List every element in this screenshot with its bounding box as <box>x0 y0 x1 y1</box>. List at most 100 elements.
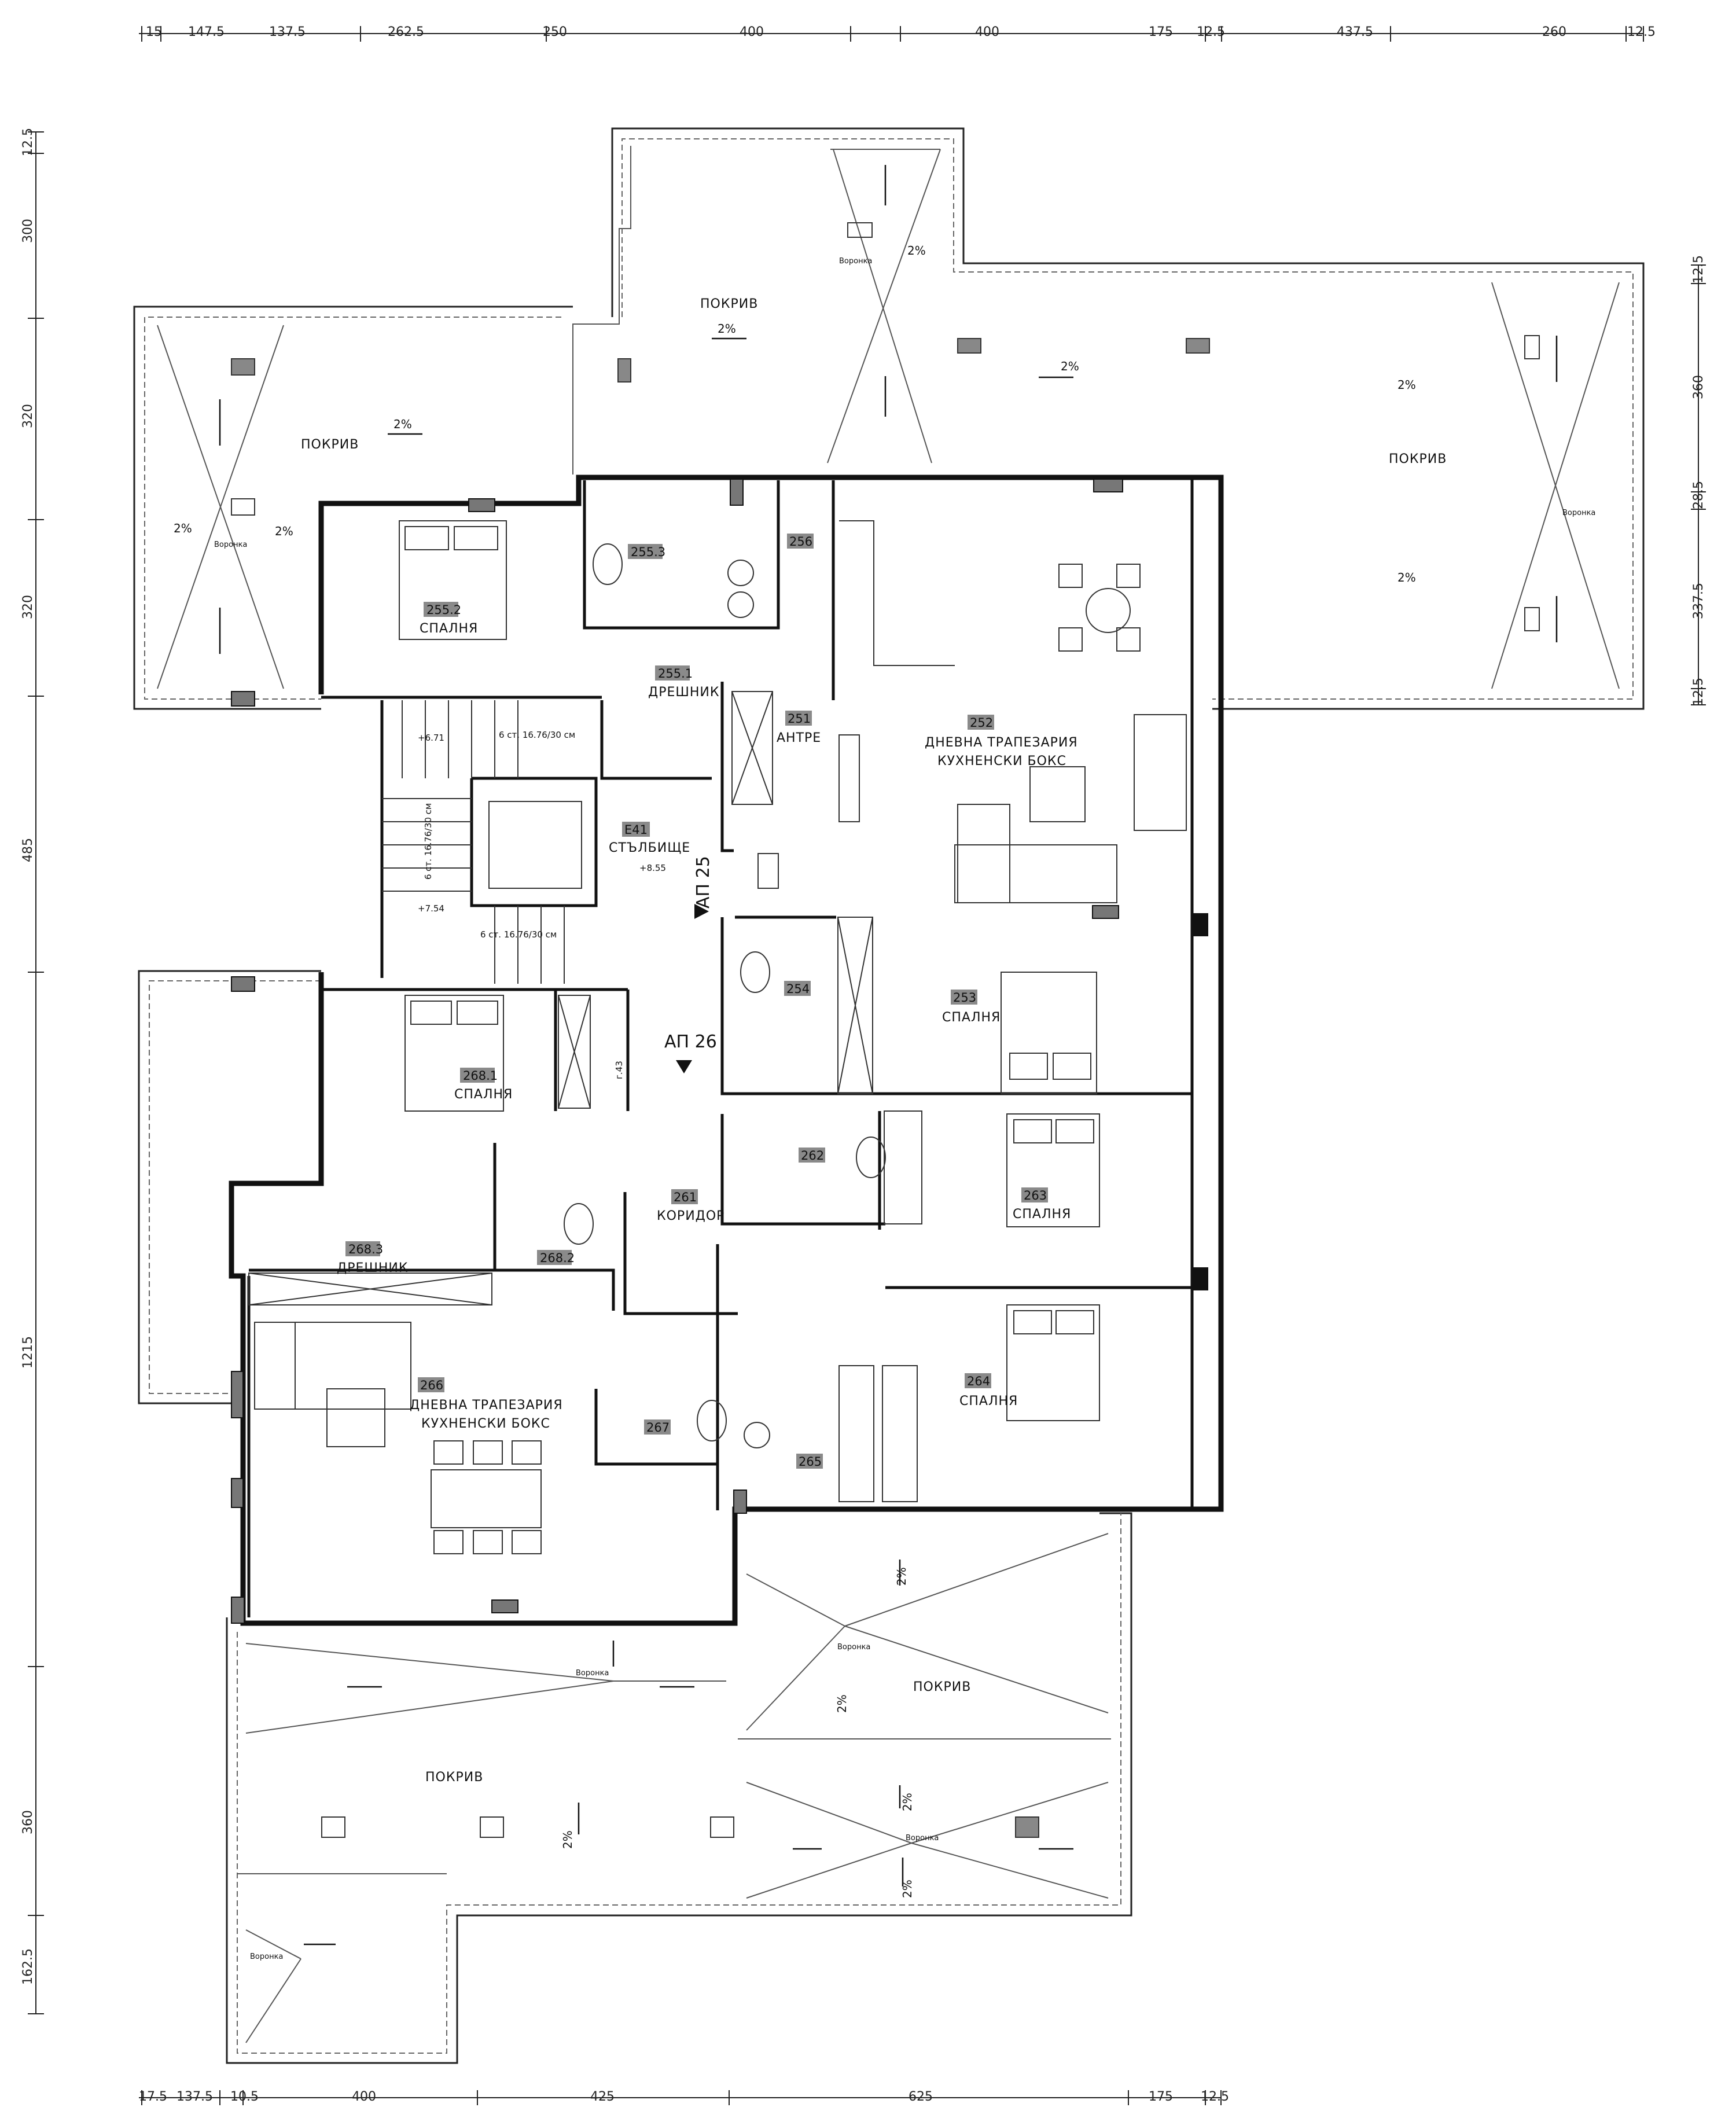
room-264: 264 СПАЛНЯ <box>959 1373 1018 1408</box>
entrance-arrow-icon <box>694 904 709 919</box>
drain-label: Воронка <box>837 1643 870 1652</box>
dim-top-10: 437.5 <box>1337 25 1373 39</box>
dim-right-5: 12.5 <box>1691 678 1706 706</box>
slope-label: 2% <box>1061 359 1079 373</box>
room-268-3: 268.3 ДРЕШНИК <box>337 1241 408 1275</box>
dim-right-4: 337.5 <box>1691 583 1706 619</box>
room-labels: 255.2 СПАЛНЯ 255.3 256 255.1 ДРЕШНИК 251… <box>337 534 1077 1469</box>
dim-left-1: 12.5 <box>21 128 35 156</box>
svg-text:КУХНЕНСКИ БОКС: КУХНЕНСКИ БОКС <box>937 754 1066 768</box>
room-252: 252 ДНЕВНА ТРАПЕЗАРИЯ КУХНЕНСКИ БОКС <box>925 715 1077 768</box>
dimensions-right: 12.5 360 28.5 337.5 12.5 <box>1691 255 1706 706</box>
svg-text:КУХНЕНСКИ БОКС: КУХНЕНСКИ БОКС <box>421 1417 550 1431</box>
dim-left-2: 300 <box>21 219 35 243</box>
dimensions-bottom: 17.5 137.5 10.5 400 425 625 175 12.5 <box>139 2090 1229 2105</box>
stairs: 6 ст. 16.76/30 см 6 ст. 16.76/30 см 6 ст… <box>382 700 666 984</box>
svg-text:264: 264 <box>967 1374 990 1388</box>
svg-text:253: 253 <box>953 991 976 1005</box>
slope-label: 2% <box>835 1694 849 1713</box>
room-253: 253 СПАЛНЯ <box>942 990 1001 1025</box>
dim-top-11: 260 <box>1542 25 1566 39</box>
roof-label-north: ПОКРИВ <box>700 297 758 311</box>
door-note: г.43 <box>614 1061 624 1079</box>
svg-text:262: 262 <box>801 1149 824 1163</box>
room-e41: Е41 СТЪЛБИЩЕ <box>609 822 690 855</box>
room-255-2: 255.2 СПАЛНЯ <box>420 602 477 636</box>
dimensions-left: 12.5 300 320 320 485 1215 360 162.5 <box>21 128 44 2014</box>
dim-left-3: 320 <box>21 404 35 428</box>
svg-text:АНТРЕ: АНТРЕ <box>777 731 821 745</box>
dim-top-9: 12.5 <box>1197 25 1225 39</box>
svg-text:266: 266 <box>420 1378 443 1392</box>
svg-text:251: 251 <box>788 712 811 726</box>
interior-walls <box>243 480 1192 1510</box>
slope-label: 2% <box>1397 571 1416 584</box>
slope-label: 2% <box>895 1567 909 1586</box>
columns <box>231 479 1208 1624</box>
stair-flight-top: 6 ст. 16.76/30 см <box>499 730 575 740</box>
apartment-26-label: АП 26 <box>664 1032 717 1052</box>
slope-label: 2% <box>1397 378 1416 392</box>
room-261: 261 КОРИДОР <box>657 1189 724 1223</box>
slope-label: 2% <box>393 417 412 431</box>
room-251: 251 АНТРЕ <box>777 711 821 745</box>
room-255-3: 255.3 <box>628 544 665 559</box>
dim-top-4: 262.5 <box>388 25 424 39</box>
svg-text:255.2: 255.2 <box>426 603 461 617</box>
room-268-2: 268.2 <box>537 1250 575 1265</box>
room-263: 263 СПАЛНЯ <box>1013 1187 1071 1222</box>
dim-bottom-3: 10.5 <box>230 2090 259 2104</box>
svg-text:254: 254 <box>786 982 810 996</box>
slope-label: 2% <box>718 322 736 336</box>
dim-bottom-6: 625 <box>909 2090 933 2104</box>
svg-text:КОРИДОР: КОРИДОР <box>657 1209 724 1223</box>
slope-label: 2% <box>907 244 926 258</box>
drain-label: Воронка <box>250 1952 283 1961</box>
dim-top-8: 175 <box>1149 25 1173 39</box>
room-268-1: 268.1 СПАЛНЯ <box>454 1068 513 1102</box>
dim-left-4: 320 <box>21 595 35 619</box>
dim-bottom-2: 137.5 <box>176 2090 213 2104</box>
slope-label: 2% <box>174 521 192 535</box>
svg-text:261: 261 <box>674 1190 697 1204</box>
stair-level-top: +6.71 <box>418 733 444 743</box>
svg-text:265: 265 <box>799 1455 822 1469</box>
svg-text:255.3: 255.3 <box>631 545 665 559</box>
dim-bottom-4: 400 <box>352 2090 376 2104</box>
stair-flight-bottom: 6 ст. 16.76/30 см <box>480 929 557 940</box>
furniture <box>248 520 1187 1554</box>
slope-label: 2% <box>275 524 293 538</box>
dim-bottom-7: 175 <box>1149 2090 1173 2104</box>
dim-top-5: 250 <box>543 25 567 39</box>
room-265: 265 <box>796 1454 823 1469</box>
drain-label: Воронка <box>1562 509 1595 517</box>
stair-flight-side: 6 ст. 16.76/30 см <box>423 803 433 880</box>
svg-text:268.3: 268.3 <box>348 1242 383 1256</box>
svg-text:СПАЛНЯ: СПАЛНЯ <box>454 1087 513 1102</box>
roof-ridges <box>157 149 1620 2043</box>
dimensions-top: 15 147.5 137.5 262.5 250 400 400 175 12.… <box>139 25 1656 42</box>
entrance-arrow-icon <box>676 1060 692 1073</box>
dim-top-1: 15 <box>146 25 162 39</box>
svg-text:255.1: 255.1 <box>658 667 693 681</box>
dim-bottom-8: 12.5 <box>1201 2090 1229 2104</box>
svg-text:СТЪЛБИЩЕ: СТЪЛБИЩЕ <box>609 841 690 855</box>
dim-left-6: 1215 <box>21 1336 35 1369</box>
roof-vents <box>231 222 1540 1838</box>
dim-top-12: 12.5 <box>1627 25 1656 39</box>
svg-text:263: 263 <box>1024 1189 1047 1202</box>
apartment-25-label: АП 25 <box>693 856 713 909</box>
dim-top-3: 137.5 <box>269 25 306 39</box>
roof-label-south-west: ПОКРИВ <box>425 1770 483 1785</box>
svg-text:256: 256 <box>789 535 812 549</box>
svg-text:СПАЛНЯ: СПАЛНЯ <box>942 1010 1001 1025</box>
dim-bottom-5: 425 <box>590 2090 615 2104</box>
stair-level-bottom: +7.54 <box>418 903 444 914</box>
dim-top-6: 400 <box>740 25 764 39</box>
roof-flow-arrows <box>219 165 1558 1946</box>
drain-label: Воронка <box>839 257 872 266</box>
dim-left-5: 485 <box>21 838 35 862</box>
svg-text:СПАЛНЯ: СПАЛНЯ <box>959 1394 1018 1408</box>
roof-label-south-east: ПОКРИВ <box>913 1680 971 1694</box>
room-254: 254 <box>784 981 811 996</box>
